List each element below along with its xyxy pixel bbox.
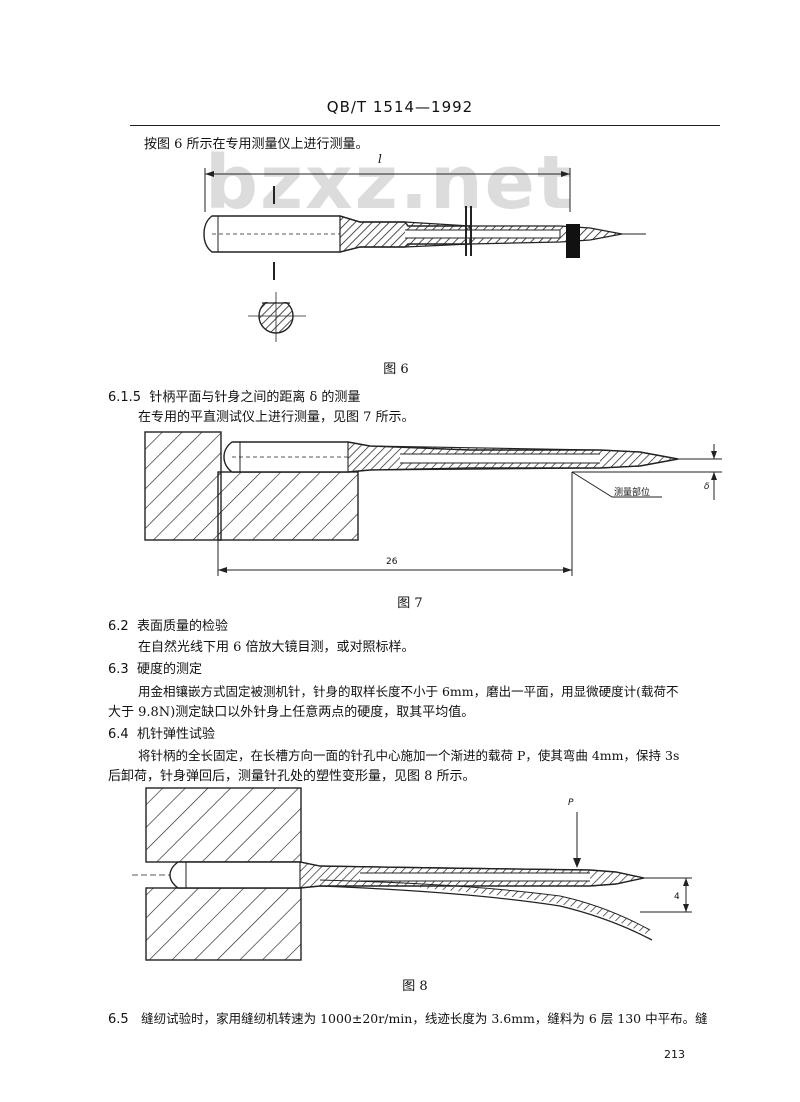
section-6-3-heading: 6.3 硬度的测定 [108,661,202,679]
figure-7-flatness-test-drawing [144,431,722,576]
section-6-3-number: 6.3 [108,662,129,677]
header-rule [130,125,720,126]
section-6-1-5-title: 针柄平面与针身之间的距离 δ 的测量 [149,390,361,405]
figure-6-needle-drawing [203,168,646,342]
figure-7-caption: 图 7 [397,596,423,611]
watermark: bzxz.net [205,140,575,226]
section-6-2-heading: 6.2 表面质量的检验 [108,618,228,636]
figure-6-dimension-l: l [378,152,382,166]
section-6-5-number: 6.5 [108,1012,129,1027]
section-6-3-body-line2: 大于 9.8N)测定缺口以外针身上任意两点的硬度，取其平均值。 [108,705,475,720]
figure-7-delta-label: δ [704,482,710,492]
section-6-5-body: 缝纫试验时，家用缝纫机转速为 1000±20r/min，线迹长度为 3.6mm，… [141,1011,708,1026]
section-6-1-5-body: 在专用的平直测试仪上进行测量，见图 7 所示。 [138,410,415,425]
section-6-4-body-line1: 将针柄的全长固定，在长槽方向一面的针孔中心施加一个渐进的载荷 P，使其弯曲 4m… [138,748,680,763]
section-6-1-5-number: 6.1.5 [108,390,142,405]
figure-8-caption: 图 8 [402,979,428,994]
section-6-4-heading: 6.4 机针弹性试验 [108,726,215,744]
section-6-3-title: 硬度的测定 [136,662,202,677]
section-6-1-5-heading: 6.1.5 针柄平面与针身之间的距离 δ 的测量 [108,389,360,407]
section-6-4-number: 6.4 [108,727,129,742]
section-6-4-body-line2: 后卸荷，针身弹回后，测量针孔处的塑性变形量，见图 8 所示。 [108,769,476,784]
section-6-2-number: 6.2 [108,619,129,634]
section-6-3-body-line1: 用金相镶嵌方式固定被测机针，针身的取样长度不小于 6mm，磨出一平面，用显微硬度… [138,684,679,699]
figure-7-dimension-26: 26 [386,557,398,567]
figure-6-caption: 图 6 [383,362,409,377]
standard-number-header: QB/T 1514—1992 [326,98,474,116]
figure-7-measure-point-label: 测量部位 [614,488,651,498]
section-6-2-title: 表面质量的检验 [136,619,228,634]
page-number: 213 [664,1048,685,1061]
section-6-5: 6.5 缝纫试验时，家用缝纫机转速为 1000±20r/min，线迹长度为 3.… [108,1010,708,1029]
section-6-2-body: 在自然光线下用 6 倍放大镜目测，或对照标样。 [138,640,415,655]
figure-8-elasticity-test-drawing [132,787,692,961]
figure-8-deflection-label: 4 [674,892,680,902]
section-6-4-title: 机针弹性试验 [136,727,215,742]
figure-8-load-label: P [568,798,574,808]
intro-line: 按图 6 所示在专用测量仪上进行测量。 [144,137,369,152]
